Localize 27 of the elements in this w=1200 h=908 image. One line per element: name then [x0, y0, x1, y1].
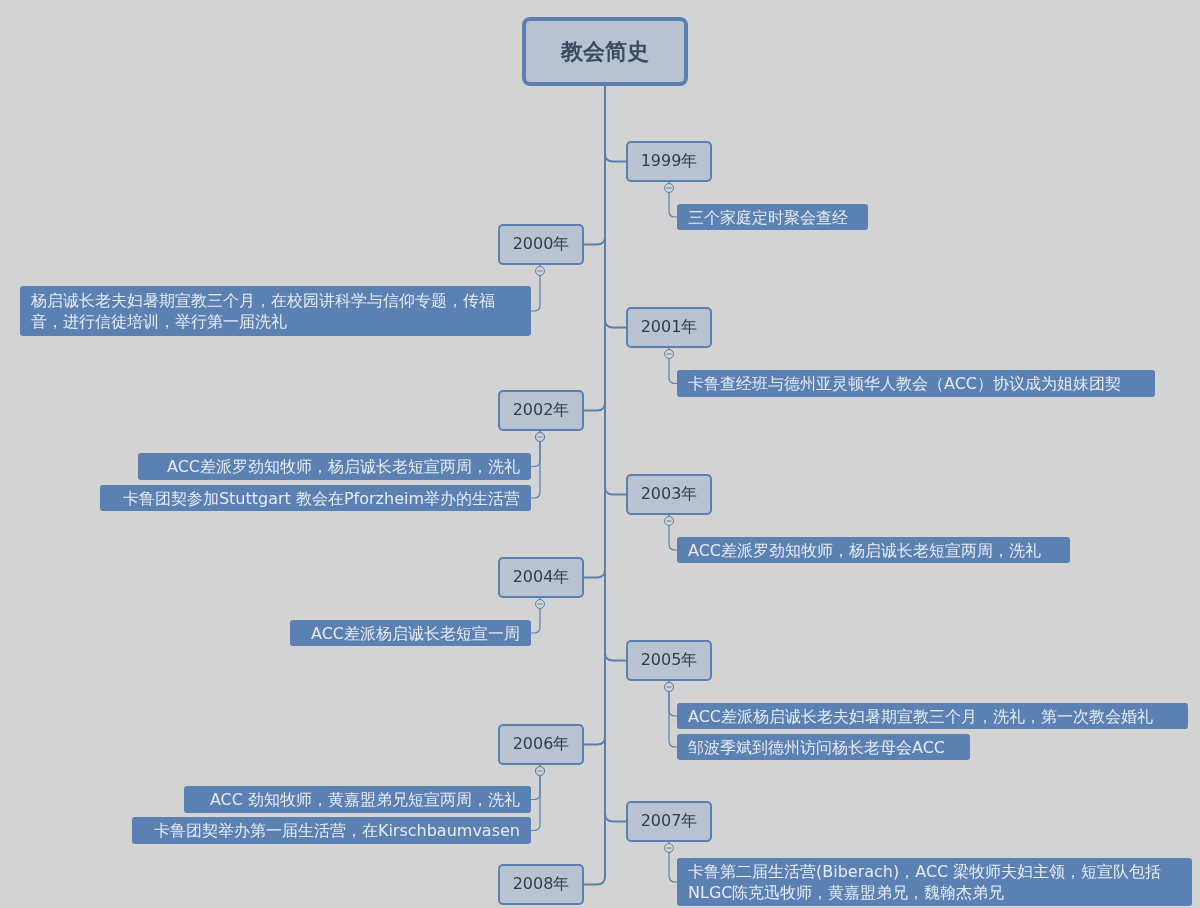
- event-box: ACC 劲知牧师，黄嘉盟弟兄短宣两周，洗礼: [184, 786, 531, 813]
- year-box: 2002年: [498, 390, 584, 431]
- year-box: 2005年: [626, 640, 712, 681]
- event-box: 卡鲁第二届生活营(Biberach)，ACC 梁牧师夫妇主领，短宣队包括NLGC陈克迅牧师，黄嘉盟弟兄，魏翰杰弟兄: [677, 858, 1192, 906]
- event-box: 卡鲁团契举办第一届生活营，在Kirschbaumvasen: [132, 817, 531, 844]
- year-box: 2007年: [626, 801, 712, 842]
- year-box: 2001年: [626, 307, 712, 348]
- connector-line: [530, 430, 545, 499]
- title-box: 教会简史: [522, 17, 688, 86]
- year-box: 2003年: [626, 474, 712, 515]
- event-box: 杨启诚长老夫妇暑期宣教三个月，在校园讲科学与信仰专题，传福音，进行信徒培训，举行第一届洗礼: [20, 286, 531, 336]
- year-box: 2004年: [498, 557, 584, 598]
- connector-line: [530, 264, 545, 312]
- year-box: 2006年: [498, 724, 584, 765]
- connector-line: [530, 764, 545, 832]
- event-box: 卡鲁团契参加Stuttgart 教会在Pforzheim举办的生活营: [100, 485, 531, 511]
- event-box: ACC差派杨启诚长老短宣一周: [290, 620, 531, 646]
- connector-line: [530, 597, 545, 634]
- event-box: ACC差派罗劲知牧师，杨启诚长老短宣两周，洗礼: [677, 537, 1070, 563]
- year-box: 2000年: [498, 224, 584, 265]
- event-box: ACC差派罗劲知牧师，杨启诚长老短宣两周，洗礼: [138, 453, 531, 480]
- event-box: 邹波季斌到德州访问杨长老母会ACC: [677, 734, 970, 760]
- year-box: 2008年: [498, 864, 584, 905]
- event-box: ACC差派杨启诚长老夫妇暑期宣教三个月，洗礼，第一次教会婚礼: [677, 703, 1188, 729]
- year-box: 1999年: [626, 141, 712, 182]
- event-box: 卡鲁查经班与德州亚灵顿华人教会（ACC）协议成为姐妹团契: [677, 370, 1155, 397]
- event-box: 三个家庭定时聚会查经: [677, 204, 868, 230]
